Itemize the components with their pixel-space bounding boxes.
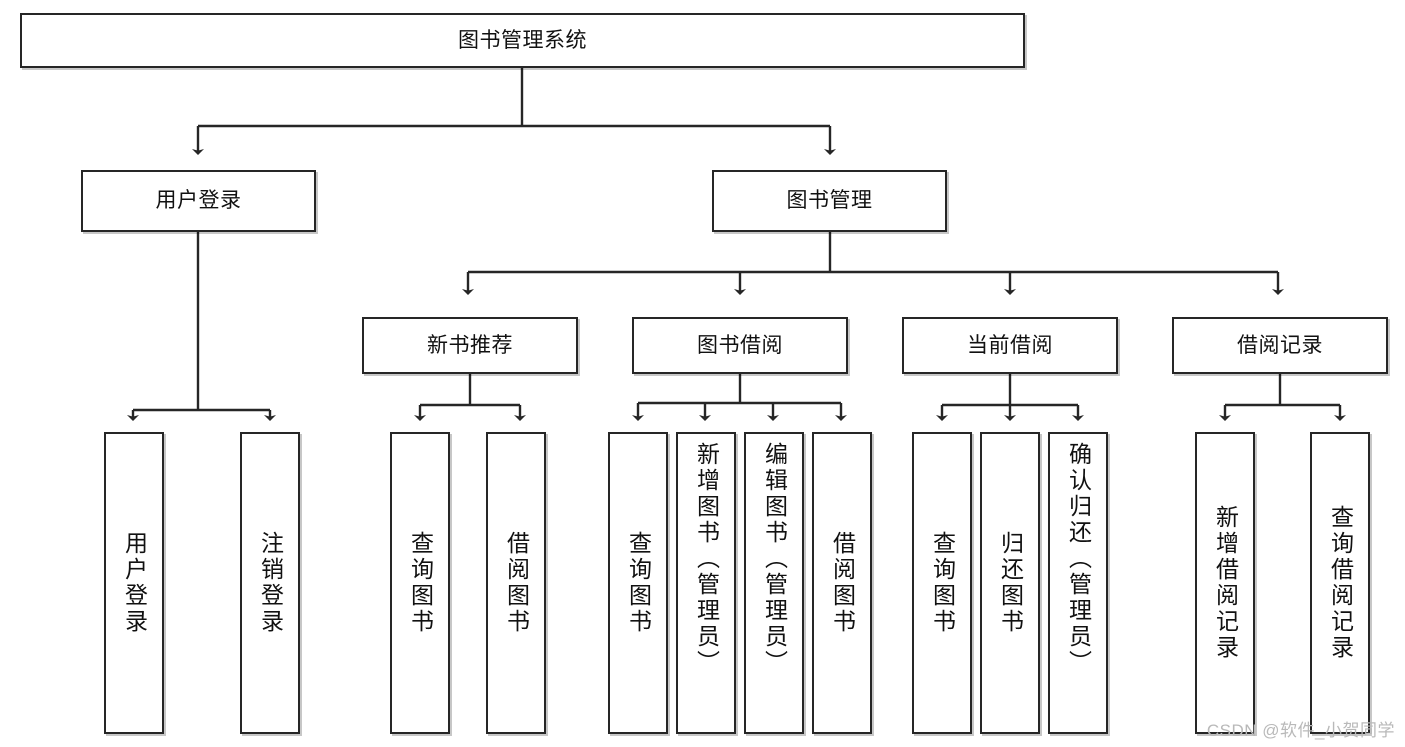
leaf-query-book-recommend[interactable]: 查询图书 bbox=[390, 432, 450, 734]
node-label: 注销登录 bbox=[257, 531, 284, 635]
leaf-borrow-book-recommend[interactable]: 借阅图书 bbox=[486, 432, 546, 734]
node-current-borrow[interactable]: 当前借阅 bbox=[902, 317, 1118, 374]
node-label: 编辑图书（管理员） bbox=[761, 442, 788, 676]
leaf-return-book[interactable]: 归还图书 bbox=[980, 432, 1040, 734]
node-label: 用户登录 bbox=[155, 189, 242, 213]
leaf-edit-book-admin[interactable]: 编辑图书（管理员） bbox=[744, 432, 804, 734]
leaf-query-book-borrow[interactable]: 查询图书 bbox=[608, 432, 668, 734]
node-new-book-recommend[interactable]: 新书推荐 bbox=[362, 317, 578, 374]
leaf-user-login[interactable]: 用户登录 bbox=[104, 432, 164, 734]
node-user-login[interactable]: 用户登录 bbox=[81, 170, 316, 232]
node-label: 确认归还（管理员） bbox=[1065, 442, 1092, 676]
leaf-confirm-return-admin[interactable]: 确认归还（管理员） bbox=[1048, 432, 1108, 734]
node-label: 图书管理系统 bbox=[458, 28, 587, 52]
node-label: 查询借阅记录 bbox=[1327, 505, 1354, 661]
node-label: 新增图书（管理员） bbox=[693, 442, 720, 676]
leaf-add-borrow-record[interactable]: 新增借阅记录 bbox=[1195, 432, 1255, 734]
node-label: 查询图书 bbox=[929, 531, 956, 635]
node-label: 归还图书 bbox=[997, 531, 1024, 635]
node-label: 查询图书 bbox=[625, 531, 652, 635]
node-label: 新书推荐 bbox=[427, 333, 513, 357]
node-borrow-record[interactable]: 借阅记录 bbox=[1172, 317, 1388, 374]
node-label: 新增借阅记录 bbox=[1212, 505, 1239, 661]
node-label: 图书借阅 bbox=[697, 333, 783, 357]
leaf-borrow-book[interactable]: 借阅图书 bbox=[812, 432, 872, 734]
node-label: 查询图书 bbox=[407, 531, 434, 635]
leaf-add-book-admin[interactable]: 新增图书（管理员） bbox=[676, 432, 736, 734]
leaf-query-borrow-record[interactable]: 查询借阅记录 bbox=[1310, 432, 1370, 734]
node-label: 用户登录 bbox=[121, 531, 148, 635]
node-label: 借阅图书 bbox=[503, 531, 530, 635]
watermark: CSDN @软件_小贺同学 bbox=[1206, 721, 1395, 740]
node-label: 图书管理 bbox=[786, 189, 873, 213]
node-root-book-management-system[interactable]: 图书管理系统 bbox=[20, 13, 1025, 68]
node-book-management[interactable]: 图书管理 bbox=[712, 170, 947, 232]
node-label: 借阅记录 bbox=[1237, 333, 1323, 357]
node-book-borrow[interactable]: 图书借阅 bbox=[632, 317, 848, 374]
leaf-logout[interactable]: 注销登录 bbox=[240, 432, 300, 734]
node-label: 借阅图书 bbox=[829, 531, 856, 635]
node-label: 当前借阅 bbox=[967, 333, 1053, 357]
leaf-query-book-current[interactable]: 查询图书 bbox=[912, 432, 972, 734]
